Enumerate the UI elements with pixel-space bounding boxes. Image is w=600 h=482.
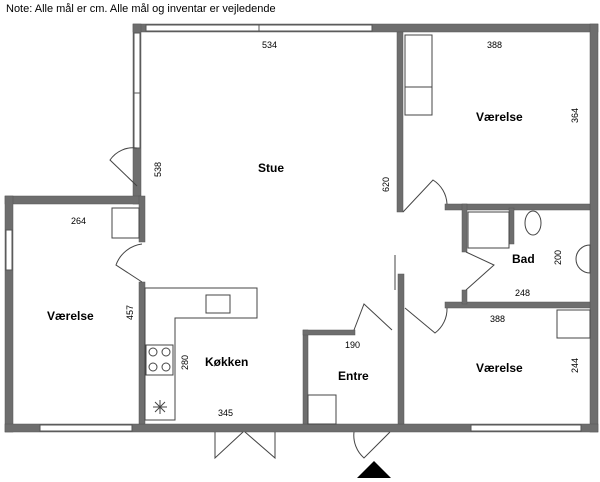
room-label-vaerelse-top-right: Værelse [476,110,523,124]
entre-cabinet [307,394,337,425]
dim-vaerelse-top-right-width: 388 [487,40,502,50]
dim-vaerelse-left-width: 264 [71,216,86,226]
room-label-vaerelse-left: Værelse [47,309,94,323]
toilet-icon [524,210,542,236]
dim-vaerelse-bottom-right-depth: 244 [570,358,580,373]
dim-koekken-width: 345 [218,408,233,418]
dim-stue-width: 534 [262,40,277,50]
room-label-bad: Bad [512,252,535,266]
dim-bad-width: 248 [515,288,530,298]
dim-stue-depth: 538 [153,162,163,177]
room-label-koekken: Køkken [205,355,248,369]
windows [5,24,582,432]
kitchen-counter [144,287,258,421]
room-label-stue: Stue [258,161,284,175]
dim-entre-width: 190 [345,340,360,350]
wardrobe-bottom-right [556,309,591,339]
fixtures [111,207,591,425]
dim-vaerelse-left-depth: 457 [125,305,135,320]
dim-stue-depth2: 620 [381,177,391,192]
room-label-entre: Entre [338,369,369,383]
dim-vaerelse-top-right-depth: 364 [570,108,580,123]
room-label-vaerelse-bottom-right: Værelse [476,361,523,375]
dim-vaerelse-bottom-right-width: 388 [490,314,505,324]
dim-koekken-depth: 280 [180,355,190,370]
entrance-marker-icon [357,461,391,478]
plan-note: Note: Alle mål er cm. Alle mål og invent… [6,3,276,15]
dim-bad-depth: 200 [553,250,563,265]
wardrobe-left [111,207,140,239]
sink-icon [575,244,591,274]
doors [109,34,495,460]
bath-cabinet [467,211,510,249]
kitchen-sink-icon [205,294,231,314]
